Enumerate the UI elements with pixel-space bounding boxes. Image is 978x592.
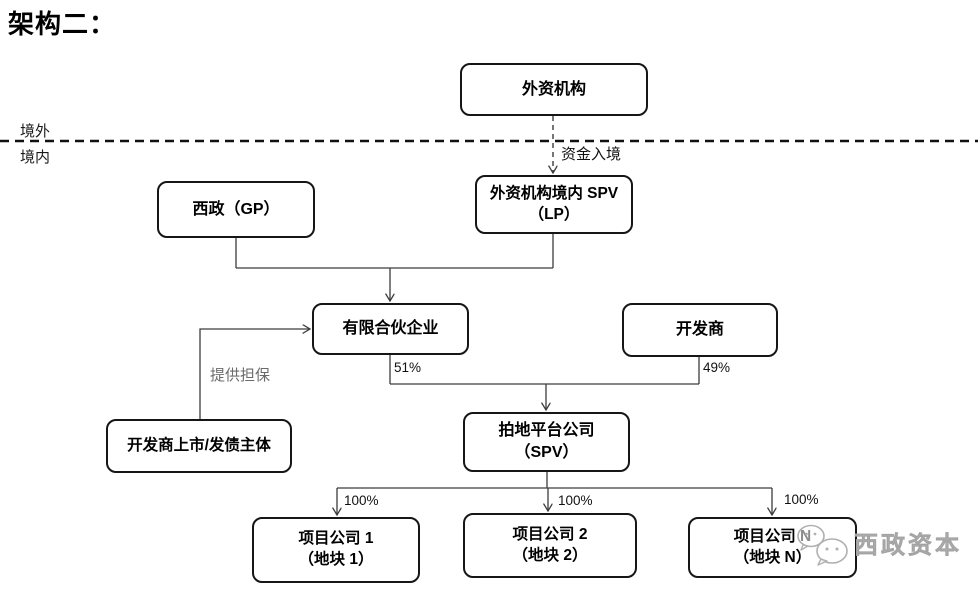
node-project-company-n-line1: 项目公司 N xyxy=(733,527,812,545)
node-project-company-n: 项目公司 N （地块 N） xyxy=(688,517,857,578)
node-project-company-1-line2: （地块 1） xyxy=(298,551,374,568)
node-project-company-2: 项目公司 2 （地块 2） xyxy=(463,513,637,578)
project1-share-label: 100% xyxy=(344,493,379,508)
page-title: 架构二： xyxy=(8,10,117,39)
capital-inbound-label: 资金入境 xyxy=(561,147,622,163)
gp-lp-join-lines xyxy=(235,234,554,269)
node-limited-partnership-label: 有限合伙企业 xyxy=(342,320,439,338)
domestic-label: 境内 xyxy=(20,150,51,166)
node-land-platform-spv: 拍地平台公司 （SPV） xyxy=(463,412,630,472)
node-developer-label: 开发商 xyxy=(675,321,724,339)
node-project-company-2-line1: 项目公司 2 xyxy=(512,525,588,543)
guarantee-label: 提供担保 xyxy=(210,368,271,384)
node-project-company-n-line2: （地块 N） xyxy=(733,548,812,566)
node-project-company-1-line1: 项目公司 1 xyxy=(298,530,374,548)
overseas-label: 境外 xyxy=(20,124,51,140)
distribution-lines xyxy=(337,472,772,489)
node-developer: 开发商 xyxy=(622,303,778,357)
node-xizheng-gp-label: 西政（GP） xyxy=(192,200,280,218)
guarantee-arrow xyxy=(199,329,310,419)
node-land-platform-spv-line1: 拍地平台公司 xyxy=(498,422,595,440)
project2-share-label: 100% xyxy=(558,493,593,508)
node-project-company-2-line2: （地块 2） xyxy=(512,546,588,564)
node-foreign-domestic-spv-line1: 外资机构境内 SPV xyxy=(489,184,619,202)
projectN-share-label: 100% xyxy=(784,492,819,507)
node-foreign-institution-label: 外资机构 xyxy=(521,80,586,98)
node-foreign-domestic-spv: 外资机构境内 SPV （LP） xyxy=(475,175,633,234)
node-project-company-1: 项目公司 1 （地块 1） xyxy=(252,517,420,583)
node-limited-partnership: 有限合伙企业 xyxy=(312,303,469,355)
shareholding-join-lines xyxy=(389,355,700,385)
partnership-share-label: 51% xyxy=(394,360,422,375)
node-foreign-domestic-spv-line2: （LP） xyxy=(528,205,580,223)
node-land-platform-spv-line2: （SPV） xyxy=(514,444,579,461)
node-foreign-institution: 外资机构 xyxy=(460,63,648,116)
node-developer-listed-entity-label: 开发商上市/发债主体 xyxy=(127,436,271,454)
node-developer-listed-entity: 开发商上市/发债主体 xyxy=(106,419,292,473)
node-xizheng-gp: 西政（GP） xyxy=(157,181,315,238)
developer-share-label: 49% xyxy=(703,360,731,375)
